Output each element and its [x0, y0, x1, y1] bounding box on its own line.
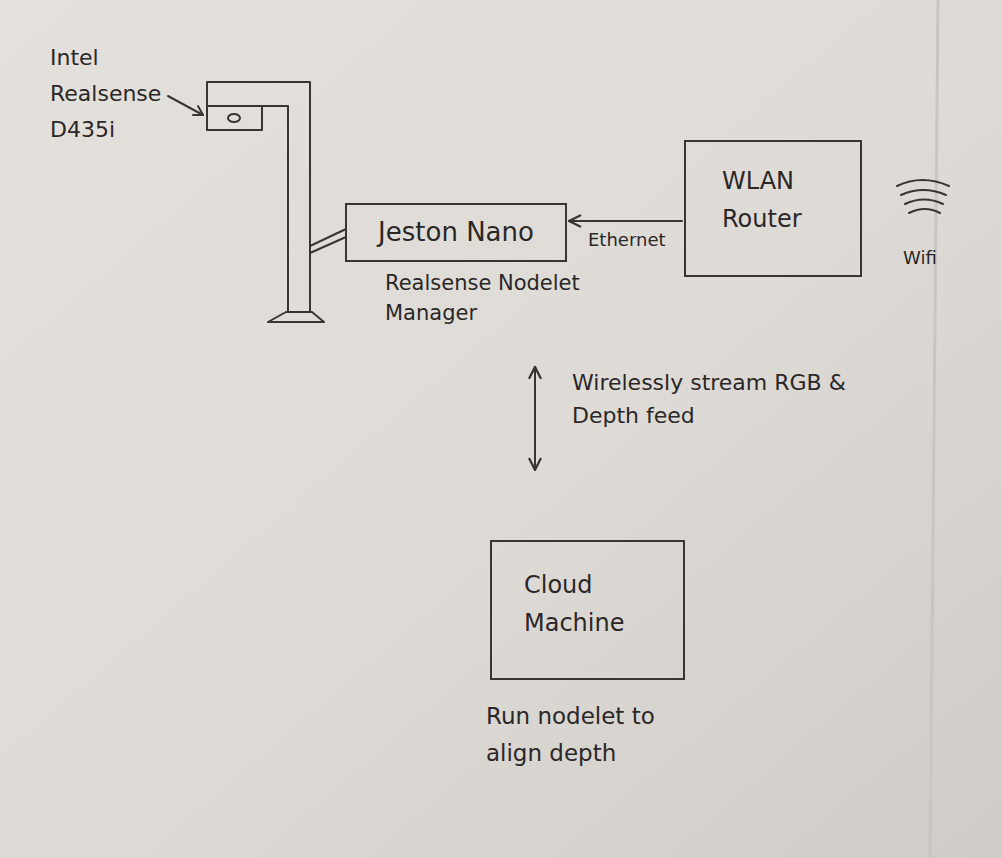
box-outline: WLAN Router: [684, 140, 862, 277]
device-box: Cloud MachineRun nodelet to align depth: [490, 540, 685, 680]
wifi-wave: [897, 180, 949, 186]
stand-base: [268, 312, 324, 322]
wifi-symbol: [897, 180, 949, 213]
stand-inner-edge: [262, 106, 288, 312]
box-caption: Realsense Nodelet Manager: [385, 268, 590, 329]
device-box: Jeston NanoRealsense Nodelet Manager: [345, 203, 567, 262]
box-caption: Run nodelet to align depth: [486, 698, 718, 772]
leader-arrowhead: [193, 106, 203, 115]
box-outline: Cloud Machine: [490, 540, 685, 680]
leader-arrow: [168, 96, 203, 115]
camera-lens: [228, 114, 240, 122]
usb-cable: [310, 229, 346, 246]
connector-label: Ethernet: [588, 228, 688, 251]
wireless-link: [534, 367, 536, 470]
box-outline: Jeston Nano: [345, 203, 567, 262]
usb-cable: [310, 237, 346, 253]
wifi-wave: [901, 190, 946, 195]
box-title: Cloud Machine: [524, 566, 664, 643]
camera-label: Intel Realsense D435i: [50, 40, 175, 148]
stand-outer-edge: [207, 82, 310, 312]
connector-label: Wirelessly stream RGB & Depth feed: [572, 366, 847, 432]
device-box: WLAN Router: [684, 140, 862, 277]
box-title: WLAN Router: [722, 162, 842, 239]
camera-stand: [168, 82, 346, 322]
ethernet-link: [569, 220, 682, 222]
camera-body: [207, 106, 262, 130]
wireless-label: Wifi: [903, 247, 973, 269]
wifi-wave: [909, 209, 940, 213]
box-title: Jeston Nano: [378, 217, 534, 248]
paper-fold: [930, 0, 938, 858]
wifi-wave: [905, 200, 943, 205]
